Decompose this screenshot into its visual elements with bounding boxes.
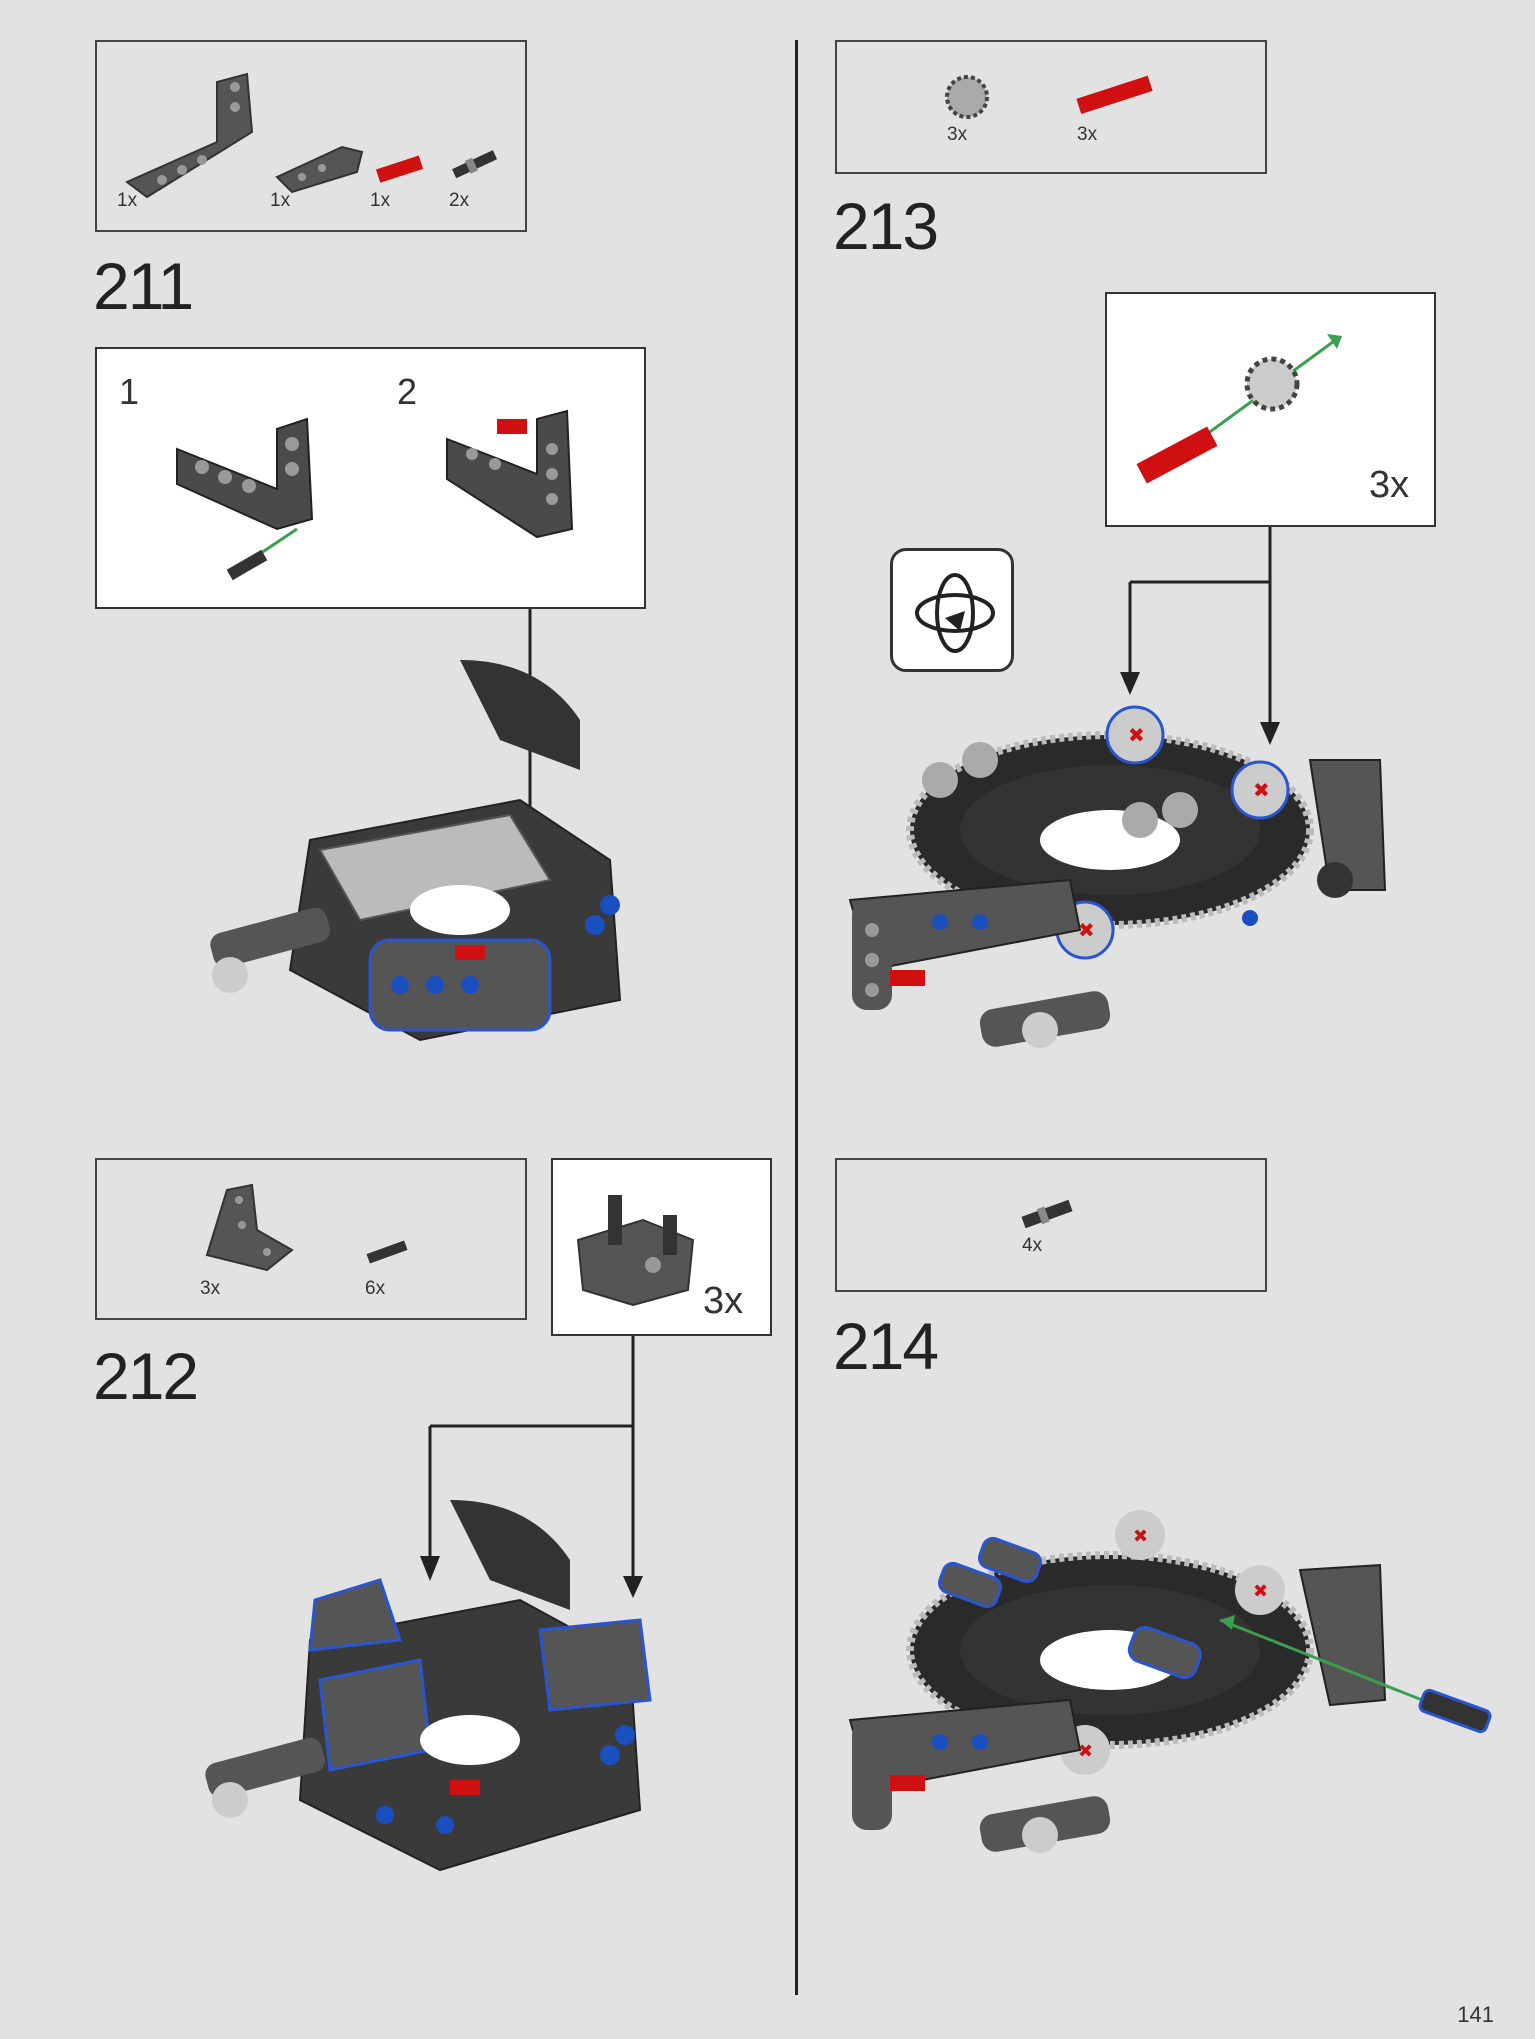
rotate-model-icon: [890, 548, 1014, 672]
parts-list-212: 3x 6x: [95, 1158, 527, 1320]
gear-on-axle-icon: [1136, 334, 1342, 484]
part-qty: 4x: [1022, 1235, 1043, 1256]
part-qty: 1x: [117, 190, 138, 211]
model-step-213: ✖ ✖ ✖: [848, 705, 1387, 1048]
l-beam-icon: [125, 72, 254, 199]
part-qty: 3x: [947, 124, 968, 145]
part-qty: 3x: [200, 1278, 221, 1299]
part-qty: 3x: [1077, 124, 1098, 145]
svg-text:✖: ✖: [1253, 1581, 1268, 1601]
t-beam-icon: [205, 1183, 294, 1272]
model-step-211: [210, 660, 622, 1042]
svg-text:✖: ✖: [1078, 1741, 1093, 1761]
step-number-212: 212: [93, 1339, 199, 1413]
friction-pin-icon: [1021, 1199, 1073, 1229]
callout-qty: 3x: [703, 1280, 744, 1322]
svg-text:✖: ✖: [1128, 725, 1145, 747]
parts-list-214: 4x: [835, 1158, 1267, 1292]
substep-label: 1: [119, 371, 140, 412]
page-number: 141: [1457, 2002, 1494, 2027]
part-qty: 2x: [449, 190, 470, 211]
step-number-214: 214: [833, 1309, 939, 1383]
red-axle-pin-icon: [375, 155, 424, 183]
friction-pin-icon: [452, 150, 498, 179]
svg-text:✖: ✖: [1133, 1526, 1148, 1546]
t-beam-with-pins-icon: [576, 1195, 695, 1307]
part-callout-213: 3x: [1105, 292, 1436, 527]
part-callout-212: 3x: [551, 1158, 772, 1336]
substep-callout-211: 1 2: [95, 347, 646, 609]
parts-list-213: 3x 3x: [835, 40, 1267, 174]
red-axle-pin-icon: [1076, 75, 1153, 115]
gear-icon: [945, 75, 989, 119]
svg-text:✖: ✖: [1078, 920, 1095, 942]
l-beam-assembly-icon: [176, 417, 314, 581]
step-number-211: 211: [93, 249, 194, 323]
callout-connector: [420, 1336, 643, 1598]
part-qty: 1x: [270, 190, 291, 211]
part-qty: 1x: [370, 190, 391, 211]
friction-pin-icon: [366, 1240, 408, 1264]
angled-connector-icon: [275, 145, 364, 194]
substep-label: 2: [397, 371, 418, 412]
parts-list-211: 1x 1x 1x 2x: [95, 40, 527, 232]
callout-connector: [1120, 527, 1280, 745]
l-beam-with-pin-icon: [446, 409, 574, 539]
model-step-214: ✖ ✖ ✖: [848, 1510, 1492, 1853]
part-qty: 6x: [365, 1278, 386, 1299]
column-divider: [795, 40, 798, 1995]
model-step-212: [205, 1500, 652, 1872]
callout-qty: 3x: [1369, 464, 1410, 506]
svg-text:✖: ✖: [1253, 780, 1270, 802]
step-number-213: 213: [833, 189, 939, 263]
